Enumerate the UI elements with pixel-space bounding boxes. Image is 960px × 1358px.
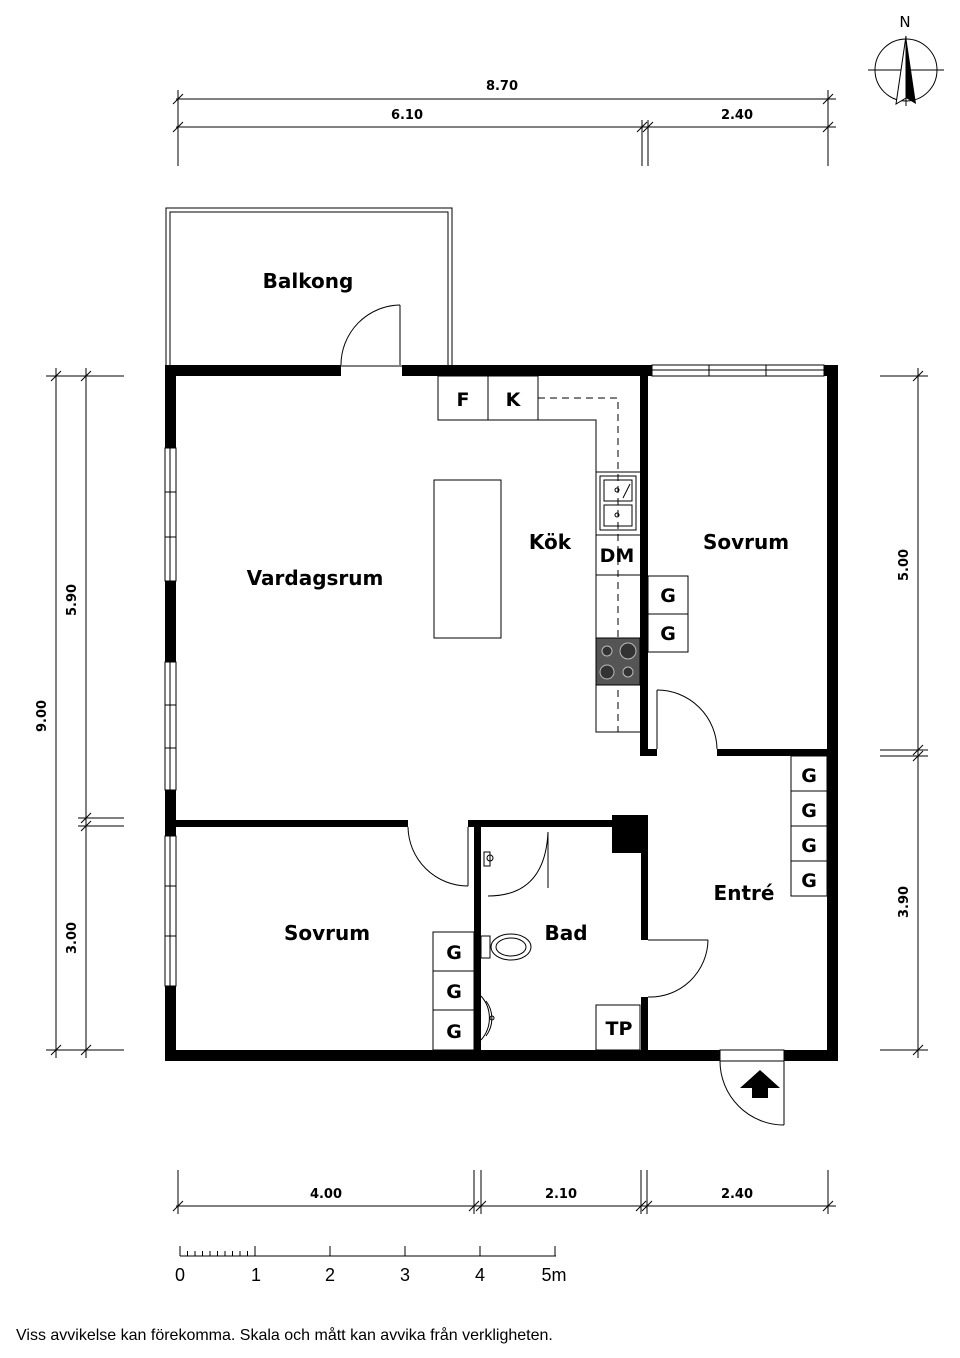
dim-left-upper: 5.90 xyxy=(65,584,80,616)
left-dimensions: 9.00 5.90 3.00 xyxy=(35,368,124,1058)
wardrobe-label: G xyxy=(801,870,817,892)
dim-right-upper: 5.00 xyxy=(897,549,912,581)
dim-top-total: 8.70 xyxy=(486,79,518,94)
compass-label: N xyxy=(899,13,910,31)
top-dimensions: 8.70 6.10 2.40 xyxy=(172,79,836,166)
entrance-arrow-icon xyxy=(740,1070,780,1098)
stove-icon xyxy=(595,637,641,686)
north-arrow-icon: N xyxy=(868,13,944,106)
toilet-icon xyxy=(480,933,532,961)
wardrobe-label: G xyxy=(801,765,817,787)
room-label-balcony: Balkong xyxy=(263,269,354,293)
fixture-fridge-label: F xyxy=(457,389,470,411)
dim-right-lower: 3.90 xyxy=(897,886,912,918)
scale-label: 1 xyxy=(251,1265,261,1285)
wardrobe-label: G xyxy=(801,800,817,822)
room-label-kitchen: Kök xyxy=(529,530,572,554)
shower-icon xyxy=(483,831,549,897)
wardrobes-top-bedroom xyxy=(647,575,689,653)
scale-label: 0 xyxy=(175,1265,185,1285)
scale-bar: 0 1 2 3 4 5m xyxy=(175,1246,567,1285)
dim-top-left: 6.10 xyxy=(391,108,423,123)
fixture-laundry-label: TP xyxy=(606,1018,633,1040)
wardrobe-label: G xyxy=(660,585,676,607)
room-label-bedroom-top: Sovrum xyxy=(703,530,789,554)
bottom-dimensions: 4.00 2.10 2.40 xyxy=(172,1170,836,1214)
fixture-freezer-label: K xyxy=(506,389,522,411)
scale-label: 2 xyxy=(325,1265,335,1285)
fixture-dishwasher-label: DM xyxy=(600,545,635,567)
scale-label: 4 xyxy=(475,1265,485,1285)
wardrobe-label: G xyxy=(801,835,817,857)
dim-left-total: 9.00 xyxy=(35,700,50,732)
wardrobes-bottom-bedroom xyxy=(432,931,475,1051)
dim-left-lower: 3.00 xyxy=(65,922,80,954)
room-label-bathroom: Bad xyxy=(544,921,587,945)
walls xyxy=(165,365,838,1061)
dim-top-right: 2.40 xyxy=(721,108,753,123)
dim-bottom-a: 4.00 xyxy=(310,1187,342,1202)
doors xyxy=(340,304,785,1126)
disclaimer-text: Viss avvikelse kan förekomma. Skala och … xyxy=(16,1326,553,1344)
wardrobe-label: G xyxy=(446,981,462,1003)
dim-bottom-c: 2.40 xyxy=(721,1187,753,1202)
kitchen-fixtures xyxy=(433,375,640,733)
scale-label: 3 xyxy=(400,1265,410,1285)
washbasin-icon xyxy=(480,995,495,1041)
wardrobe-label: G xyxy=(446,1021,462,1043)
sink-icon xyxy=(599,475,637,531)
wardrobe-label: G xyxy=(660,623,676,645)
dim-bottom-b: 2.10 xyxy=(545,1187,577,1202)
right-dimensions: 5.00 3.90 xyxy=(880,368,928,1058)
room-label-bedroom-bottom: Sovrum xyxy=(284,921,370,945)
room-label-living: Vardagsrum xyxy=(247,566,384,590)
room-label-entrance: Entré xyxy=(714,881,775,905)
wardrobes-entrance xyxy=(790,755,828,897)
scale-label: 5m xyxy=(541,1265,566,1285)
wardrobe-label: G xyxy=(446,942,462,964)
laundry-unit xyxy=(595,1004,641,1051)
